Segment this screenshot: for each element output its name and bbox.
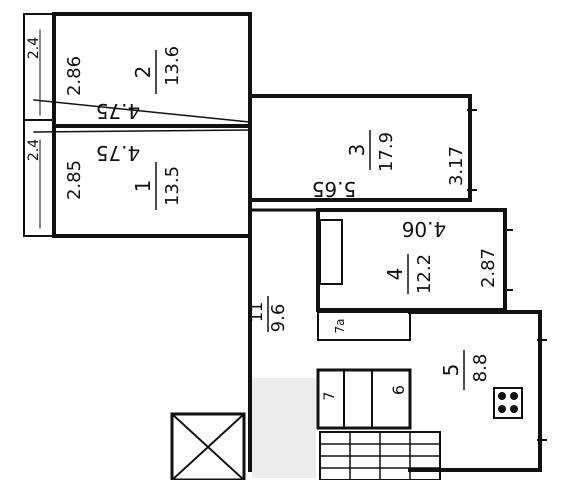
stair-treads xyxy=(320,432,440,480)
room-1-length: 4.75 xyxy=(96,141,141,165)
room-1-width: 2.85 xyxy=(64,160,85,200)
room-7a-number: 7a xyxy=(333,319,347,334)
room-4-width: 2.87 xyxy=(478,248,499,288)
room-2-labels: 2 13.6 4.75 2.86 2.4 xyxy=(26,37,183,123)
stairwell-fill xyxy=(252,378,316,478)
room-4-number: 4 xyxy=(383,268,407,281)
room-11-number: 11 xyxy=(247,302,266,322)
room-3-length: 5.65 xyxy=(312,177,357,201)
room-3-width: 3.17 xyxy=(446,146,467,186)
room-1-area: 13.5 xyxy=(162,166,183,206)
room-3-area: 17.9 xyxy=(376,132,397,172)
room-1-number: 1 xyxy=(131,180,155,193)
room-4-area: 12.2 xyxy=(414,254,435,294)
room-3-number: 3 xyxy=(345,144,369,157)
room-1-labels: 1 13.5 4.75 2.85 2.4 xyxy=(26,139,183,210)
room-6-number: 6 xyxy=(389,385,408,395)
room-2-balcony: 2.4 xyxy=(26,37,42,59)
room-2-width: 2.86 xyxy=(64,56,85,96)
room-1-balcony: 2.4 xyxy=(26,139,42,161)
room-2-number: 2 xyxy=(131,66,155,79)
room-5-number: 5 xyxy=(439,364,463,377)
room-11-area: 9.6 xyxy=(268,304,289,333)
room-5-area: 8.8 xyxy=(470,354,491,383)
room-3-labels: 3 17.9 5.65 3.17 xyxy=(312,130,467,201)
room-5-labels: 5 8.8 xyxy=(439,350,491,390)
room-4-labels: 4 12.2 4.06 2.87 xyxy=(383,217,499,294)
room-7-number: 7 xyxy=(322,392,338,401)
room-4-length: 4.06 xyxy=(402,217,447,241)
room-2-length: 4.75 xyxy=(96,99,141,123)
stove-icon xyxy=(493,387,523,419)
room-2-area: 13.6 xyxy=(162,46,183,86)
room-11-labels: 11 9.6 xyxy=(247,296,289,332)
